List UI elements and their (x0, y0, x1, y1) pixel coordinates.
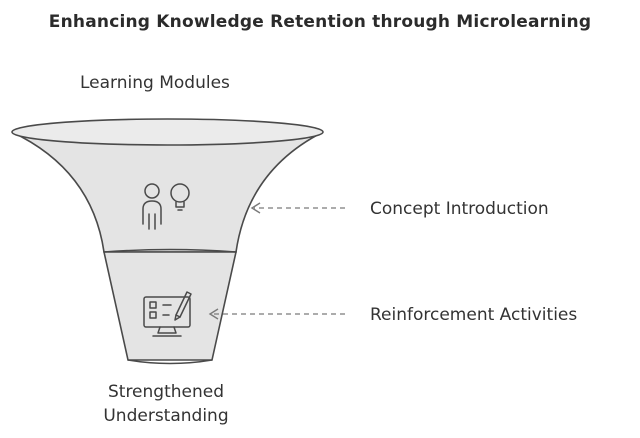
funnel-stage-top (11, 131, 324, 253)
person-lightbulb-icon (142, 183, 190, 230)
funnel-top-label: Learning Modules (80, 73, 230, 93)
funnel-stage-bottom (103, 251, 237, 361)
funnel-rim (11, 118, 324, 146)
monitor-pencil-icon (143, 291, 192, 337)
stage-label-concept-introduction: Concept Introduction (370, 199, 549, 219)
diagram-title: Enhancing Knowledge Retention through Mi… (48, 12, 592, 32)
funnel-output-label: Strengthened Understanding (96, 380, 236, 428)
funnel-stage-divider (103, 248, 237, 253)
funnel-output-label-line2: Understanding (103, 406, 229, 426)
funnel-bottom-edge (127, 359, 213, 365)
funnel-output-label-line1: Strengthened (107, 382, 225, 402)
connector-concept-introduction (250, 202, 345, 214)
connector-reinforcement-activities (208, 308, 345, 320)
stage-label-reinforcement-activities: Reinforcement Activities (370, 305, 578, 325)
